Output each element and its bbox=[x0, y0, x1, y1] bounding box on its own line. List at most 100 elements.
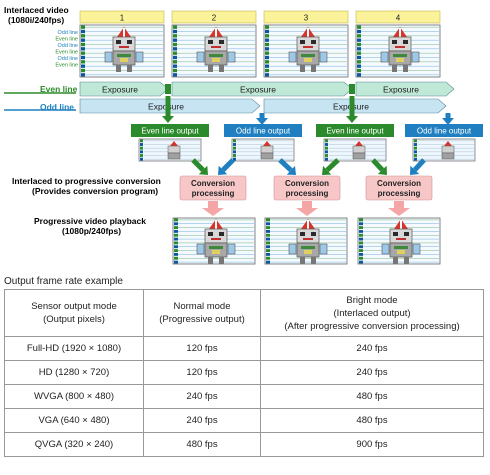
interlace-diagram: Interlaced video (1080i/240fps) Even lin… bbox=[4, 5, 483, 265]
table-cell: 480 fps bbox=[143, 432, 261, 457]
robot-mouth bbox=[395, 46, 405, 48]
even-down-arrow bbox=[349, 96, 355, 117]
pink-arrow bbox=[208, 201, 218, 208]
to-conversion-arrow bbox=[325, 158, 340, 173]
interlaced-label: Interlaced video bbox=[4, 5, 69, 15]
line-marker bbox=[359, 237, 363, 241]
header-sensor-mode: Sensor output mode (Output pixels) bbox=[4, 289, 144, 337]
line-marker bbox=[265, 42, 269, 47]
robot-mouth bbox=[303, 238, 313, 240]
line-marker bbox=[325, 146, 328, 150]
robot-body bbox=[352, 152, 366, 160]
line-marker bbox=[173, 38, 177, 42]
line-marker bbox=[140, 154, 143, 157]
line-marker bbox=[359, 249, 363, 252]
line-marker bbox=[357, 42, 361, 47]
robot-eye bbox=[392, 40, 397, 44]
conversion-label: processing bbox=[378, 189, 421, 198]
robot-leg bbox=[393, 257, 398, 264]
to-conversion-arrow-head bbox=[286, 165, 296, 175]
robot-eye bbox=[311, 40, 316, 44]
robot-eye bbox=[300, 232, 305, 236]
header-text: Bright mode bbox=[346, 294, 398, 306]
to-conversion-arrow bbox=[371, 158, 385, 172]
line-marker bbox=[140, 146, 143, 150]
output-box bbox=[131, 124, 209, 137]
header-text: (After progressive conversion processing… bbox=[284, 320, 460, 332]
line-marker bbox=[414, 150, 417, 154]
line-marker bbox=[81, 64, 85, 68]
line-marker bbox=[81, 73, 85, 77]
line-marker bbox=[357, 29, 361, 34]
frame-number-bar bbox=[79, 10, 165, 24]
line-marker bbox=[81, 60, 85, 64]
line-marker bbox=[81, 51, 85, 55]
line-marker bbox=[233, 143, 236, 146]
line-label: Odd line bbox=[58, 43, 79, 49]
line-marker bbox=[325, 150, 328, 154]
robot-arm bbox=[196, 51, 205, 63]
line-marker bbox=[81, 38, 85, 42]
line-marker bbox=[173, 34, 177, 38]
table-row: Full-HD (1920 × 1080) 120 fps 240 fps bbox=[4, 336, 484, 361]
table-cell: 120 fps bbox=[143, 360, 261, 385]
robot-mouth bbox=[119, 46, 129, 48]
line-marker bbox=[414, 139, 417, 143]
robot-leg bbox=[403, 65, 408, 72]
robot-leg bbox=[300, 65, 305, 72]
line-marker bbox=[81, 29, 85, 34]
frame-number: 4 bbox=[396, 14, 401, 23]
robot-eye bbox=[127, 40, 132, 44]
robot-mouth bbox=[303, 46, 313, 48]
robot-illustration bbox=[288, 27, 328, 72]
table-cell: 240 fps bbox=[260, 336, 484, 361]
robot-leg bbox=[392, 65, 397, 72]
robot-eye bbox=[219, 232, 224, 236]
robot-illustration bbox=[381, 219, 421, 264]
robot-leg bbox=[311, 65, 316, 72]
line-marker bbox=[357, 60, 361, 64]
frame-number-bar bbox=[171, 10, 257, 24]
line-marker bbox=[357, 25, 361, 29]
line-marker bbox=[266, 245, 270, 249]
line-marker bbox=[174, 218, 178, 222]
line-marker bbox=[357, 47, 361, 51]
odd-down-arrow bbox=[445, 113, 451, 119]
robot-hat-stripe bbox=[307, 220, 309, 229]
robot-illustration bbox=[288, 219, 328, 264]
robot-hat-stripe bbox=[399, 28, 401, 37]
line-marker bbox=[233, 150, 236, 154]
line-marker bbox=[233, 139, 236, 143]
line-marker bbox=[357, 34, 361, 38]
robot-panel bbox=[304, 250, 312, 254]
exposure-label: Exposure bbox=[383, 85, 419, 95]
table-row: WVGA (800 × 480) 240 fps 480 fps bbox=[4, 384, 484, 409]
line-marker bbox=[266, 218, 270, 222]
line-marker bbox=[266, 260, 270, 264]
line-marker bbox=[140, 143, 143, 146]
pink-arrow-head bbox=[388, 208, 410, 216]
table-cell: 120 fps bbox=[143, 336, 261, 361]
robot-leg bbox=[404, 257, 409, 264]
robot-leg bbox=[116, 65, 121, 72]
line-marker bbox=[266, 256, 270, 260]
line-marker bbox=[265, 38, 269, 42]
line-marker bbox=[265, 51, 269, 55]
line-marker bbox=[265, 29, 269, 34]
line-marker bbox=[359, 222, 363, 226]
robot-panel bbox=[397, 250, 405, 254]
robot-hat-stripe bbox=[400, 220, 402, 229]
to-conversion-arrow-head bbox=[198, 165, 208, 175]
line-marker bbox=[359, 260, 363, 264]
robot-hat-stripe bbox=[215, 220, 217, 229]
pink-arrow bbox=[394, 201, 404, 208]
robot-hat bbox=[355, 141, 363, 146]
progressive-label: Progressive video playback bbox=[34, 216, 146, 226]
output-label: Even line output bbox=[326, 127, 384, 136]
to-conversion-arrow-head bbox=[410, 165, 420, 175]
frame-number: 1 bbox=[120, 14, 125, 23]
line-marker bbox=[173, 29, 177, 34]
line-marker bbox=[266, 253, 270, 256]
line-marker bbox=[359, 245, 363, 249]
robot-arm bbox=[196, 243, 205, 255]
